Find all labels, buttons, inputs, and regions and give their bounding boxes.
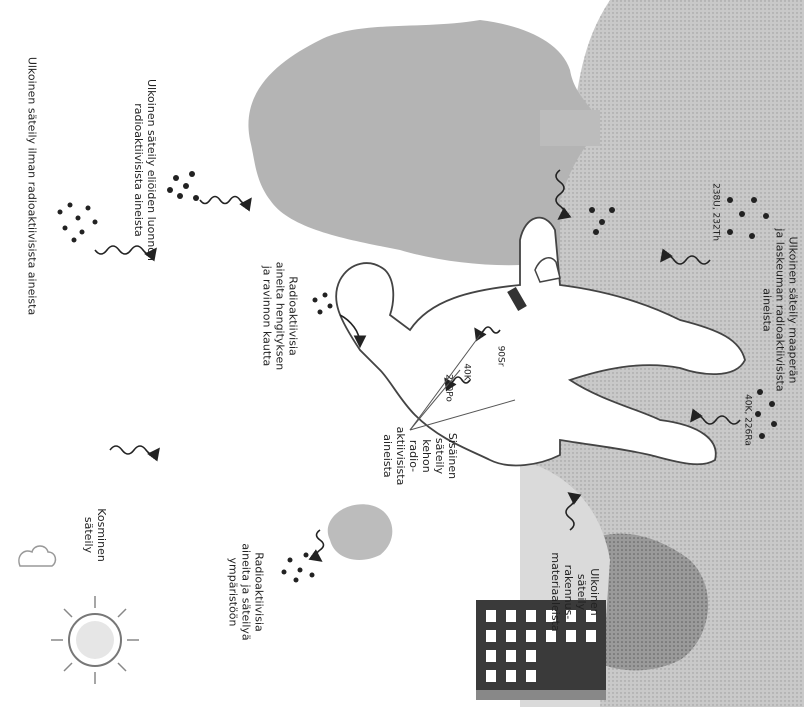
isotope-tag-sr90-text: 90Sr (494, 346, 507, 367)
label-building-materials-text: Ulkoinen säteily rakennus- materiaaleist… (549, 552, 601, 631)
particle-cluster-inhalation (313, 293, 333, 315)
particle-cluster-air (58, 203, 98, 243)
bush-icon (328, 504, 393, 560)
label-cosmic-text: Kosminen säteily (82, 508, 108, 562)
sun-icon (51, 596, 139, 684)
particle-cluster-emission (282, 553, 315, 583)
isotope-tag-k40-text: 40K (460, 363, 473, 380)
cloud-icon (19, 546, 56, 566)
isotope-tag-ground-left-text: 40K, 226Ra (741, 394, 754, 446)
label-internal-text: Sisäinen säteily kehon radio- aktiivisis… (381, 427, 459, 486)
label-emission-text: Radioaktiivisia aineita ja säteilyä ympä… (227, 543, 266, 640)
isotope-tag-ground-right-text: 238U, 232Th (709, 183, 722, 241)
isotope-tag-po210-text: 210Po (442, 374, 455, 402)
particle-cluster-trees (167, 171, 199, 201)
label-external-trees-text: Ulkoinen säteily eliöiden luonnon radioa… (132, 79, 158, 261)
label-external-air-text: Ulkoinen säteily ilman radioaktiivisista… (26, 57, 39, 315)
tree-trunk (540, 110, 600, 146)
label-inhalation-text: Radioaktiivisia aineita hengityksen ja r… (261, 262, 300, 371)
label-ground-text: Ulkoinen säteily maaperän ja laskeuman r… (761, 228, 800, 391)
